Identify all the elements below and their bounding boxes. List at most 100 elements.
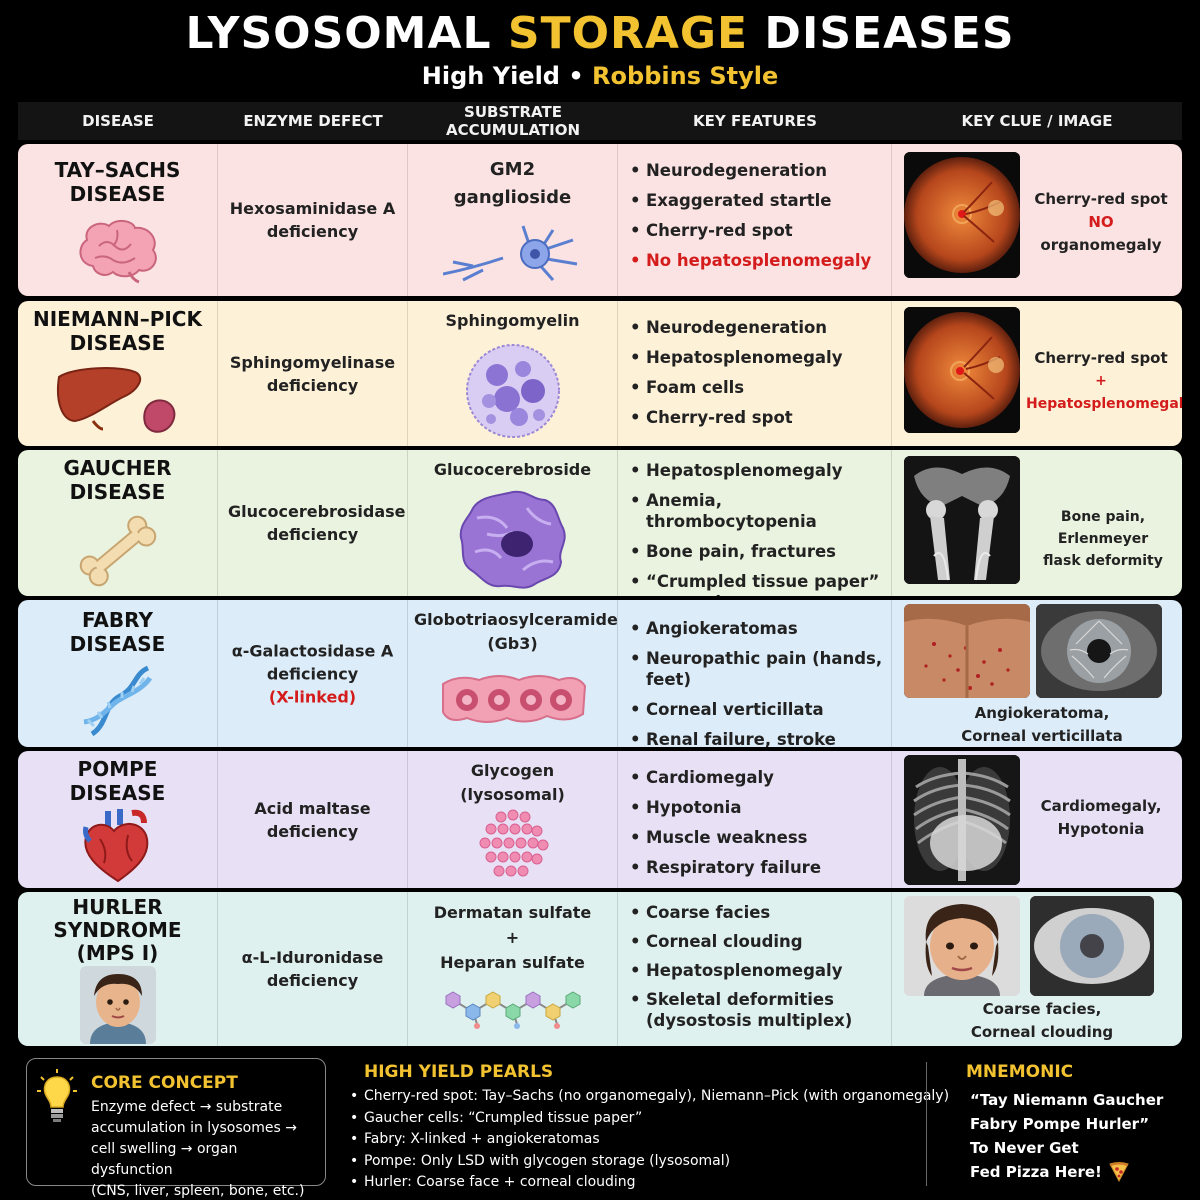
features-list: Coarse facies Corneal clouding Hepatospl… bbox=[630, 902, 885, 1040]
feature-item: Cardiomegaly bbox=[630, 767, 885, 788]
bone-icon bbox=[79, 515, 156, 587]
enzyme-cell: α-Galactosidase A deficiency (X-linked) bbox=[218, 600, 408, 747]
disease-name-line: NIEMANN–PICK bbox=[33, 307, 202, 331]
features-list: Hepatosplenomegaly Anemia, thrombocytope… bbox=[630, 460, 885, 596]
back-skin-icon bbox=[904, 604, 1030, 698]
enzyme-cell: Glucocerebrosidase deficiency bbox=[218, 450, 408, 596]
substrate-cell: Dermatan sulfate + Heparan sulfate bbox=[408, 892, 618, 1046]
feature-item: Muscle weakness bbox=[630, 827, 885, 848]
dna-icon bbox=[83, 665, 152, 737]
substrate-cell: Glucocerebroside bbox=[408, 450, 618, 596]
feature-item: Respiratory failure bbox=[630, 857, 885, 878]
table-row-pompe: POMPE DISEASE Acid maltase deficiency Gl… bbox=[18, 751, 1182, 888]
enzyme-line: Acid maltase bbox=[254, 798, 371, 818]
enzyme-line: α-L-Iduronidase bbox=[241, 948, 384, 967]
title-word-2: STORAGE bbox=[507, 8, 749, 59]
enzyme-cell: α-L-Iduronidase deficiency bbox=[218, 892, 408, 1046]
feature-item: “Crumpled tissue paper” bbox=[630, 571, 885, 592]
enzyme-cell: Sphingomyelinase deficiency bbox=[218, 301, 408, 446]
disease-name-line: FABRY bbox=[82, 608, 153, 632]
feature-item: Foam cells bbox=[630, 377, 885, 398]
pelvis-xray-image bbox=[904, 456, 1020, 584]
substrate-line: Dermatan sulfate bbox=[433, 903, 592, 922]
clue-line: Corneal verticillata bbox=[961, 727, 1123, 745]
table-row-fabry: FABRY DISEASE α-Galactosidase A deficien… bbox=[18, 600, 1182, 747]
enzyme-cell: Hexosaminidase A deficiency bbox=[218, 144, 408, 296]
feature-item: Neurodegeneration bbox=[630, 160, 885, 181]
pearl-item: Hurler: Coarse face + corneal clouding bbox=[350, 1172, 949, 1194]
feature-item: Renal failure, stroke bbox=[630, 729, 885, 747]
table-row-niemann-pick: NIEMANN–PICK DISEASE Sphingomyelinase de… bbox=[18, 301, 1182, 446]
features-cell: Angiokeratomas Neuropathic pain (hands, … bbox=[618, 600, 892, 747]
disease-name-line: DISEASE bbox=[69, 182, 166, 206]
feature-item: Skeletal deformities bbox=[630, 989, 885, 1010]
mnemonic-last-line: Fed Pizza Here! bbox=[970, 1163, 1102, 1181]
enzyme-line: Sphingomyelinase bbox=[229, 352, 396, 372]
clue-line: Coarse facies, bbox=[982, 1000, 1102, 1018]
disease-name-line: SYNDROME bbox=[53, 918, 182, 942]
feature-item: Hepatosplenomegaly bbox=[630, 960, 885, 981]
retina-image bbox=[904, 307, 1020, 433]
feature-item: Corneal clouding bbox=[630, 931, 885, 952]
feature-item-continued: macrophages bbox=[630, 592, 885, 596]
features-list: Cardiomegaly Hypotonia Muscle weakness R… bbox=[630, 767, 885, 887]
chest-xray-icon bbox=[904, 755, 1020, 885]
feature-item: Neuropathic pain (hands, feet) bbox=[630, 648, 885, 690]
disease-name: GAUCHER DISEASE bbox=[18, 456, 217, 504]
feature-item: Corneal verticillata bbox=[630, 699, 885, 720]
clue-cell: Angiokeratoma, Corneal verticillata bbox=[892, 600, 1182, 747]
disease-name: NIEMANN–PICK DISEASE bbox=[18, 307, 217, 355]
feature-item: Cherry-red spot bbox=[630, 220, 885, 241]
enzyme-text: α-Galactosidase A deficiency (X-linked) bbox=[218, 639, 407, 708]
substrate-text: Glycogen (lysosomal) bbox=[408, 759, 617, 807]
feature-item: Coarse facies bbox=[630, 902, 885, 923]
xray-femur-icon bbox=[904, 456, 1020, 584]
features-cell: Neurodegeneration Exaggerated startle Ch… bbox=[618, 144, 892, 296]
table-row-hurler: HURLER SYNDROME (MPS I) α-L-Iduronidase … bbox=[18, 892, 1182, 1046]
clue-word: organomegaly bbox=[1040, 236, 1162, 254]
core-concept-text: Enzyme defect → substrate accumulation i… bbox=[91, 1097, 321, 1200]
substrate-line: Sphingomyelin bbox=[445, 311, 580, 330]
enzyme-line: deficiency bbox=[266, 525, 359, 544]
pearls-title: HIGH YIELD PEARLS bbox=[364, 1062, 554, 1082]
clue-line: Hypotonia bbox=[1057, 820, 1145, 838]
retina-image bbox=[904, 152, 1020, 278]
coarse-facies-image bbox=[904, 896, 1020, 996]
disease-cell: HURLER SYNDROME (MPS I) bbox=[18, 892, 218, 1046]
pearl-item: Cherry-red spot: Tay–Sachs (no organomeg… bbox=[350, 1086, 949, 1108]
substrate-line: GM2 bbox=[489, 159, 536, 180]
clue-cell: Cherry-red spot + Hepatosplenomegaly bbox=[892, 301, 1182, 446]
divider bbox=[926, 1062, 927, 1186]
disease-name-line: DISEASE bbox=[69, 480, 166, 504]
disease-name: TAY–SACHS DISEASE bbox=[18, 158, 217, 206]
cloudy-eye-icon bbox=[1030, 896, 1154, 996]
feature-item: Cherry-red spot bbox=[630, 407, 885, 428]
subtitle-part-2: Robbins Style bbox=[592, 62, 779, 90]
endothelial-cells-icon bbox=[441, 675, 586, 723]
subtitle-part-1: High Yield • bbox=[421, 62, 584, 90]
feature-item: Anemia, thrombocytopenia bbox=[630, 490, 885, 532]
clue-line: Cherry-red spot bbox=[1034, 190, 1168, 208]
clue-text: Bone pain, Erlenmeyer flask deformity bbox=[1026, 506, 1180, 572]
child-face-icon bbox=[79, 966, 156, 1044]
substrate-cell: Sphingomyelin bbox=[408, 301, 618, 446]
features-cell: Hepatosplenomegaly Anemia, thrombocytope… bbox=[618, 450, 892, 596]
column-header-substrate: SUBSTRATE ACCUMULATION bbox=[445, 103, 581, 139]
clue-line: + Hepatosplenomegaly bbox=[1026, 373, 1182, 412]
title-word-3: DISEASES bbox=[764, 8, 1015, 59]
page-title: LYSOSOMAL STORAGE DISEASES bbox=[0, 8, 1200, 59]
feature-item: Hepatosplenomegaly bbox=[630, 460, 885, 481]
substrate-line: (lysosomal) bbox=[460, 785, 565, 804]
clue-line: Cherry-red spot bbox=[1034, 349, 1168, 367]
enzyme-line: Hexosaminidase A bbox=[229, 199, 396, 218]
table-row-tay-sachs: TAY–SACHS DISEASE Hexosaminidase A defic… bbox=[18, 144, 1182, 296]
enzyme-line: Glucocerebrosidase bbox=[228, 502, 406, 521]
substrate-text: GM2 ganglioside bbox=[408, 158, 617, 210]
corneal-clouding-image bbox=[1030, 896, 1154, 996]
feature-item: Angiokeratomas bbox=[630, 618, 885, 639]
disease-cell: GAUCHER DISEASE bbox=[18, 450, 218, 596]
clue-text: Cherry-red spot + Hepatosplenomegaly bbox=[1026, 347, 1182, 416]
feature-item: Exaggerated startle bbox=[630, 190, 885, 211]
core-concept-box: CORE CONCEPT Enzyme defect → substrate a… bbox=[26, 1058, 326, 1199]
substrate-text: Glucocerebroside bbox=[408, 458, 617, 482]
